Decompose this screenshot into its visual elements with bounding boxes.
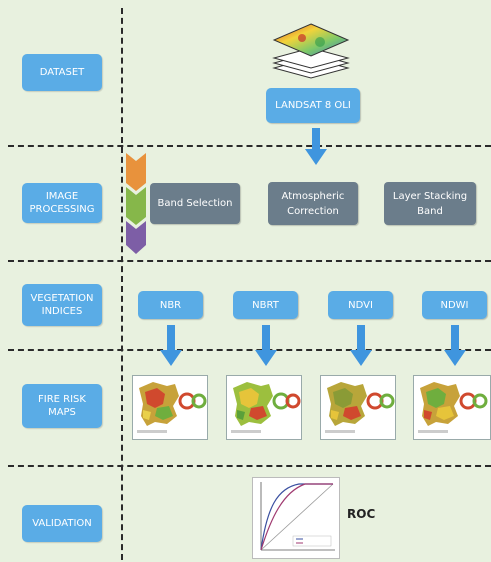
index-box-nbrt: NBRT bbox=[233, 291, 298, 319]
fire-risk-map-nbr bbox=[132, 375, 208, 440]
row-divider-1 bbox=[8, 145, 491, 147]
map-thumbnail-icon bbox=[231, 382, 301, 433]
dataset-box: LANDSAT 8 OLI bbox=[266, 88, 360, 123]
stage-validation: VALIDATION bbox=[22, 505, 102, 542]
stage-dataset: DATASET bbox=[22, 54, 102, 91]
stage-label: VALIDATION bbox=[32, 517, 92, 529]
index-box-ndwi: NDWI bbox=[422, 291, 487, 319]
dataset-label: LANDSAT 8 OLI bbox=[275, 100, 351, 111]
fire-risk-map-ndwi bbox=[413, 375, 491, 440]
index-label: NDWI bbox=[440, 299, 469, 311]
roc-label: ROC bbox=[347, 507, 376, 521]
down-arrow-icon bbox=[160, 325, 182, 366]
process-label: Band Selection bbox=[157, 198, 233, 209]
fire-risk-map-ndvi bbox=[320, 375, 396, 440]
index-label: NDVI bbox=[348, 299, 373, 311]
stage-image-processing: IMAGE PROCESSING bbox=[22, 183, 102, 223]
process-label: Layer Stacking Band bbox=[392, 190, 468, 217]
map-thumbnail-icon bbox=[325, 382, 395, 433]
band-selection-box: Band Selection bbox=[150, 183, 240, 224]
index-label: NBR bbox=[159, 299, 182, 311]
fire-risk-map-nbrt bbox=[226, 375, 302, 440]
down-arrow-icon bbox=[444, 325, 466, 366]
stage-vegetation-indices: VEGETATION INDICES bbox=[22, 284, 102, 326]
map-thumbnail-icon bbox=[137, 382, 207, 433]
down-arrow-icon bbox=[255, 325, 277, 366]
chevron-steps-icon bbox=[126, 153, 146, 254]
row-divider-4 bbox=[8, 465, 491, 467]
stage-divider-vertical bbox=[121, 8, 123, 560]
index-label: NBRT bbox=[252, 299, 279, 311]
stage-label: VEGETATION INDICES bbox=[30, 292, 94, 318]
down-arrow-icon bbox=[305, 128, 327, 165]
row-divider-3 bbox=[8, 349, 491, 351]
stage-label: DATASET bbox=[39, 66, 85, 78]
index-box-nbr: NBR bbox=[138, 291, 203, 319]
layer-stacking-box: Layer Stacking Band bbox=[384, 182, 476, 225]
row-divider-2 bbox=[8, 260, 491, 262]
roc-curve-icon bbox=[260, 482, 335, 551]
process-label: Atmospheric Correction bbox=[281, 190, 345, 217]
map-thumbnail-icon bbox=[418, 382, 488, 433]
roc-curve-thumbnail bbox=[252, 477, 340, 559]
down-arrow-icon bbox=[350, 325, 372, 366]
index-box-ndvi: NDVI bbox=[328, 291, 393, 319]
raster-stack-icon bbox=[272, 23, 350, 79]
stage-label: FIRE RISK MAPS bbox=[38, 393, 86, 419]
stage-label: IMAGE PROCESSING bbox=[29, 190, 95, 216]
atmospheric-correction-box: Atmospheric Correction bbox=[268, 182, 358, 225]
stage-fire-risk-maps: FIRE RISK MAPS bbox=[22, 384, 102, 428]
